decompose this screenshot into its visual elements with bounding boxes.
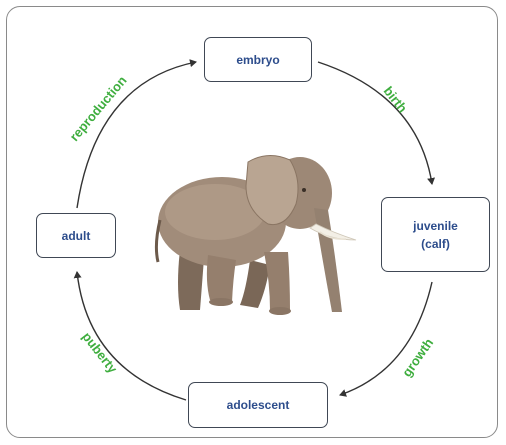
stage-juvenile-label: juvenile (calf) bbox=[413, 218, 458, 251]
arrow-juvenile-to-adolescent bbox=[339, 281, 433, 397]
arrow-adolescent-to-adult bbox=[73, 271, 187, 401]
stage-adult: adult bbox=[36, 213, 116, 258]
stage-adolescent: adolescent bbox=[188, 382, 328, 428]
stage-embryo: embryo bbox=[204, 37, 312, 82]
stage-adolescent-label: adolescent bbox=[226, 398, 290, 412]
stage-juvenile: juvenile (calf) bbox=[381, 197, 490, 272]
arrow-adult-to-embryo bbox=[76, 59, 197, 209]
elephant-image bbox=[154, 155, 357, 315]
arrow-embryo-to-juvenile bbox=[317, 61, 436, 185]
stage-embryo-label: embryo bbox=[236, 52, 280, 67]
stage-adult-label: adult bbox=[61, 228, 91, 243]
